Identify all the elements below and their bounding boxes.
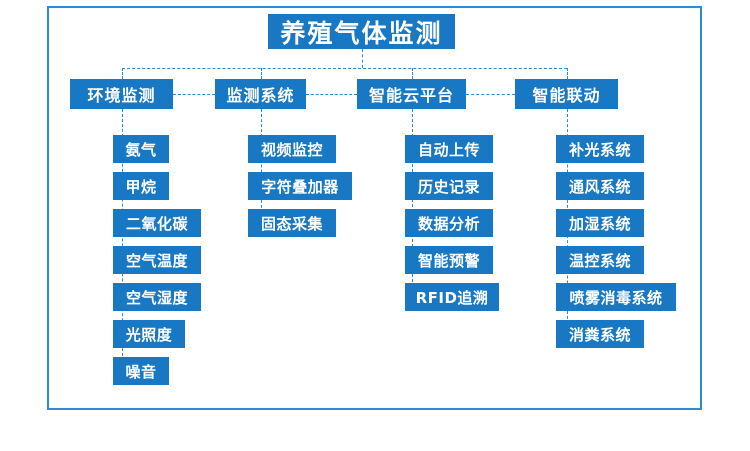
leaf-node-3-0[interactable]: 补光系统	[556, 135, 644, 163]
leaf-node-2-2[interactable]: 数据分析	[405, 209, 493, 237]
leaf-node-0-4[interactable]: 空气湿度	[113, 283, 201, 311]
leaf-node-0-6[interactable]: 噪音	[113, 357, 169, 385]
diagram-frame	[47, 6, 702, 410]
leaf-node-0-5[interactable]: 光照度	[113, 320, 185, 348]
branch-stem-connector-1	[260, 68, 262, 79]
leaf-node-2-3[interactable]: 智能预警	[405, 246, 493, 274]
leaf-node-0-1[interactable]: 甲烷	[113, 172, 169, 200]
leaf-node-1-0[interactable]: 视频监控	[248, 135, 336, 163]
leaf-node-3-3[interactable]: 温控系统	[556, 246, 644, 274]
branch-stem-connector-0	[121, 68, 123, 79]
branch-node-0[interactable]: 环境监测	[70, 79, 173, 109]
leaf-node-3-4[interactable]: 喷雾消毒系统	[556, 283, 676, 311]
leaf-node-2-1[interactable]: 历史记录	[405, 172, 493, 200]
branch-link-0	[173, 94, 215, 95]
branch-stem-connector-3	[566, 68, 568, 79]
leaf-node-3-1[interactable]: 通风系统	[556, 172, 644, 200]
leaf-node-0-3[interactable]: 空气温度	[113, 246, 201, 274]
leaf-node-1-2[interactable]: 固态采集	[248, 209, 336, 237]
branch-node-1[interactable]: 监测系统	[215, 79, 306, 109]
branch-spine-2	[411, 109, 413, 297]
root-stem-connector	[361, 49, 363, 68]
leaf-node-3-2[interactable]: 加湿系统	[556, 209, 644, 237]
leaf-node-0-0[interactable]: 氨气	[113, 135, 169, 163]
leaf-node-0-2[interactable]: 二氧化碳	[113, 209, 201, 237]
branch-link-1	[306, 94, 357, 95]
branch-link-2	[466, 94, 515, 95]
branch-stem-connector-2	[411, 68, 413, 79]
branch-node-3[interactable]: 智能联动	[515, 79, 618, 109]
leaf-node-3-5[interactable]: 消粪系统	[556, 320, 644, 348]
root-bus-connector	[121, 68, 567, 69]
leaf-node-2-0[interactable]: 自动上传	[405, 135, 493, 163]
branch-spine-0	[121, 109, 123, 371]
leaf-node-2-4[interactable]: RFID追溯	[405, 283, 499, 311]
branch-node-2[interactable]: 智能云平台	[357, 79, 466, 109]
branch-spine-1	[260, 109, 262, 223]
root-node[interactable]: 养殖气体监测	[268, 14, 455, 49]
leaf-node-1-1[interactable]: 字符叠加器	[248, 172, 352, 200]
